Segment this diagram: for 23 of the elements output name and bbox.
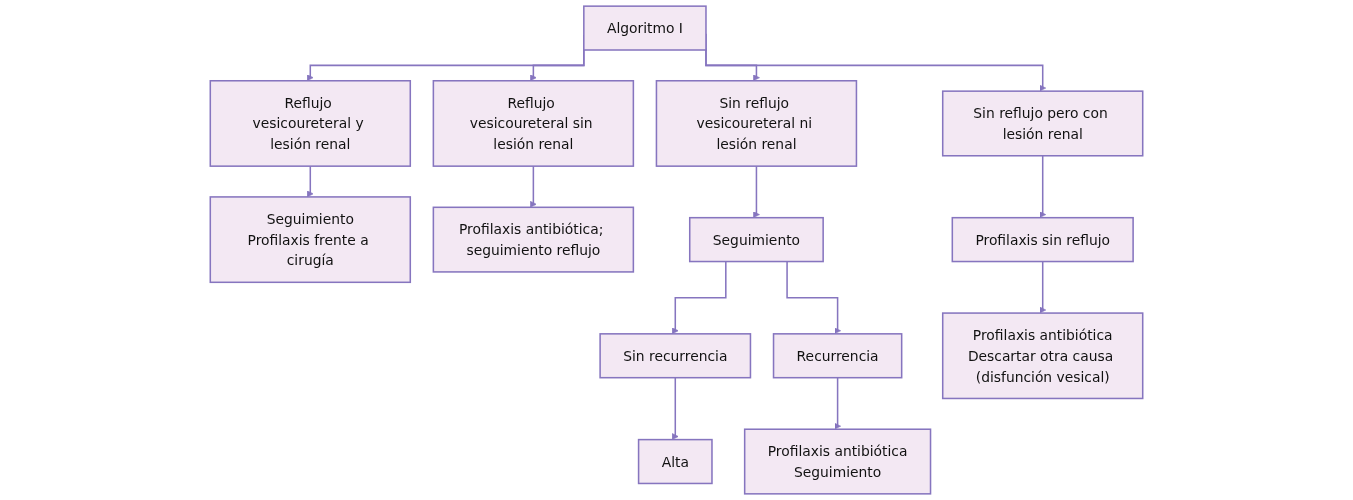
node-box: Seguimiento [688,216,824,263]
arrow [671,376,679,440]
node-box: Alta [637,438,713,485]
node-box: Recurrencia [772,333,903,379]
arrow [834,376,841,430]
node-box: Reflujo vesicoureteral y lesión renal [209,80,412,167]
arrow [530,165,537,208]
node-box: Profilaxis antibiótica; seguimiento reflujo [432,206,635,273]
node-box: Seguimiento Profilaxis frente a cirugía [209,196,412,284]
node-box: Algoritmo I [583,5,707,51]
arrow [786,260,841,335]
arrow [671,260,727,335]
node-box: Sin recurrencia [599,333,752,379]
node-box: Sin reflujo pero con lesión renal [941,90,1144,157]
node-box: Profilaxis antibiótica Seguimiento [743,428,932,495]
node-box: Reflujo vesicoureteral sin lesión renal [432,80,635,167]
node-box: Profilaxis sin reflujo [951,216,1134,263]
node-box: Profilaxis antibiótica Descartar otra causa (disfunción vesical) [941,312,1144,400]
arrow [306,165,314,198]
arrow [1039,155,1047,218]
arrow [753,165,760,218]
arrow [1039,260,1047,314]
node-box: Sin reflujo vesicoureteral ni lesión renal [655,80,858,167]
